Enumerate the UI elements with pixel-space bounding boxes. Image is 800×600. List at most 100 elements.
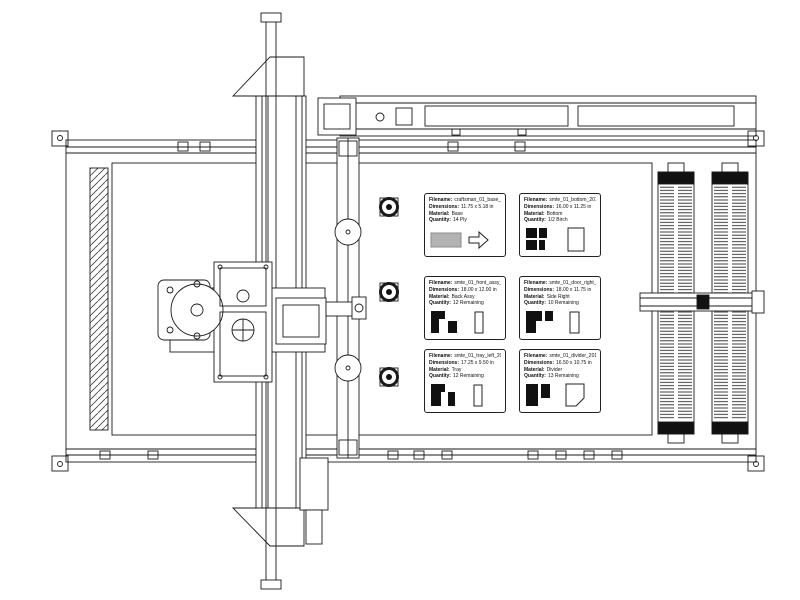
material-row: Material: Base (429, 211, 501, 218)
material-value: Side Right (546, 293, 570, 300)
part-silhouette (539, 228, 547, 238)
part-card: Filename: smte_01_door_right_2017.dxf Di… (519, 276, 601, 340)
filename-label: Filename: (429, 197, 453, 203)
quantity-value: 1/2 Birch (547, 217, 568, 224)
filename-label: Filename: (524, 197, 548, 203)
part-silhouette (545, 311, 553, 321)
quantity-row: Quantity: 12 Remaining (429, 300, 501, 307)
quantity-label: Quantity: (429, 373, 451, 380)
belt-rail (334, 137, 362, 459)
quantity-label: Quantity: (524, 373, 546, 380)
material-label: Material: (524, 210, 545, 217)
material-label: Material: (429, 366, 450, 373)
material-row: Material: Side Right (524, 294, 596, 301)
feed-arrow-icon (468, 230, 489, 250)
material-row: Material: Divider (524, 367, 596, 374)
remnant-outline (567, 227, 585, 252)
part-silhouette (431, 311, 445, 333)
filename-row: Filename: smte_01_front_assy_2017.dxf (429, 280, 501, 287)
dimensions-label: Dimensions: (524, 203, 555, 210)
quantity-row: Quantity: 13 Remaining (524, 373, 596, 380)
material-row: Material: Bottom (524, 211, 596, 218)
quantity-row: Quantity: 1/2 Birch (524, 217, 596, 224)
dimensions-row: Dimensions: 17.25 x 9.50 in (429, 360, 501, 367)
filename-value: smte_01_tray_left_2017.dxf (454, 353, 501, 359)
dimensions-row: Dimensions: 18.00 x 11.75 in (524, 287, 596, 294)
dimensions-row: Dimensions: 11.75 x 5.18 in (429, 204, 501, 211)
dimensions-value: 16.50 x 10.75 in (556, 359, 592, 366)
filename-row: Filename: smte_01_tray_left_2017.dxf (429, 353, 501, 360)
quantity-value: 13 Remaining (547, 373, 579, 380)
part-preview (429, 382, 501, 410)
dimensions-row: Dimensions: 16.00 x 11.25 in (524, 204, 596, 211)
filename-value: craftsman_01_base_2017.dxf (454, 197, 501, 203)
top-beam (317, 95, 757, 137)
stock-gray-sheet (430, 232, 462, 248)
quantity-label: Quantity: (524, 217, 546, 224)
material-value: Base (451, 210, 463, 217)
material-value: Divider (546, 366, 563, 373)
quantity-value: 14 Ply (452, 217, 467, 224)
material-label: Material: (429, 210, 450, 217)
quantity-row: Quantity: 10 Remaining (524, 300, 596, 307)
nesting-preview (526, 311, 580, 334)
remnant-outline (473, 384, 483, 407)
dimensions-value: 17.25 x 9.50 in (461, 359, 494, 366)
dimensions-value: 18.00 x 12.00 in (461, 286, 497, 293)
quantity-value: 12 Remaining (452, 373, 484, 380)
nesting-preview (431, 384, 483, 407)
part-preview (524, 226, 596, 254)
part-card: Filename: craftsman_01_base_2017.dxf Dim… (424, 193, 506, 257)
filename-row: Filename: smte_01_bottom_2017.dxf (524, 197, 596, 204)
material-value: Back Assy (451, 293, 475, 300)
material-label: Material: (524, 293, 545, 300)
dimensions-value: 16.00 x 11.25 in (556, 203, 592, 210)
part-preview (524, 309, 596, 337)
dimensions-row: Dimensions: 16.50 x 10.75 in (524, 360, 596, 367)
transfer-arm (639, 290, 765, 314)
quantity-row: Quantity: 14 Ply (429, 217, 501, 224)
dimensions-label: Dimensions: (429, 286, 460, 293)
nesting-preview (526, 227, 585, 252)
part-silhouette (448, 392, 455, 406)
part-silhouette (526, 240, 537, 250)
part-card: Filename: smte_01_divider_2017.dxf Dimen… (519, 349, 601, 413)
filename-row: Filename: craftsman_01_base_2017.dxf (429, 197, 501, 204)
part-preview (524, 382, 596, 410)
quantity-label: Quantity: (524, 300, 546, 307)
part-silhouette (526, 384, 538, 406)
material-value: Tray (451, 366, 462, 373)
quantity-row: Quantity: 12 Remaining (429, 373, 501, 380)
part-preview (429, 309, 501, 337)
remnant-outline (569, 311, 580, 334)
material-value: Bottom (546, 210, 563, 217)
clamp-knobs (379, 197, 399, 387)
dimensions-label: Dimensions: (524, 359, 555, 366)
dimensions-value: 11.75 x 5.18 in (461, 203, 494, 210)
part-silhouette (448, 321, 457, 333)
left-fence (89, 167, 109, 431)
filename-label: Filename: (429, 280, 453, 286)
part-card: Filename: smte_01_front_assy_2017.dxf Di… (424, 276, 506, 340)
nesting-preview (431, 311, 484, 334)
filename-row: Filename: smte_01_door_right_2017.dxf (524, 280, 596, 287)
material-row: Material: Tray (429, 367, 501, 374)
nesting-preview (526, 383, 585, 407)
part-card: Filename: smte_01_bottom_2017.dxf Dimens… (519, 193, 601, 257)
material-label: Material: (524, 366, 545, 373)
filename-label: Filename: (524, 280, 548, 286)
remnant-outline (474, 311, 484, 334)
part-silhouette (526, 228, 537, 238)
filename-row: Filename: smte_01_divider_2017.dxf (524, 353, 596, 360)
quantity-label: Quantity: (429, 217, 451, 224)
material-label: Material: (429, 293, 450, 300)
part-silhouette (539, 240, 545, 250)
filename-value: smte_01_front_assy_2017.dxf (454, 280, 501, 286)
part-silhouette (526, 311, 542, 333)
part-card: Filename: smte_01_tray_left_2017.dxf Dim… (424, 349, 506, 413)
filename-value: smte_01_divider_2017.dxf (549, 353, 596, 359)
filename-label: Filename: (429, 353, 453, 359)
quantity-label: Quantity: (429, 300, 451, 307)
